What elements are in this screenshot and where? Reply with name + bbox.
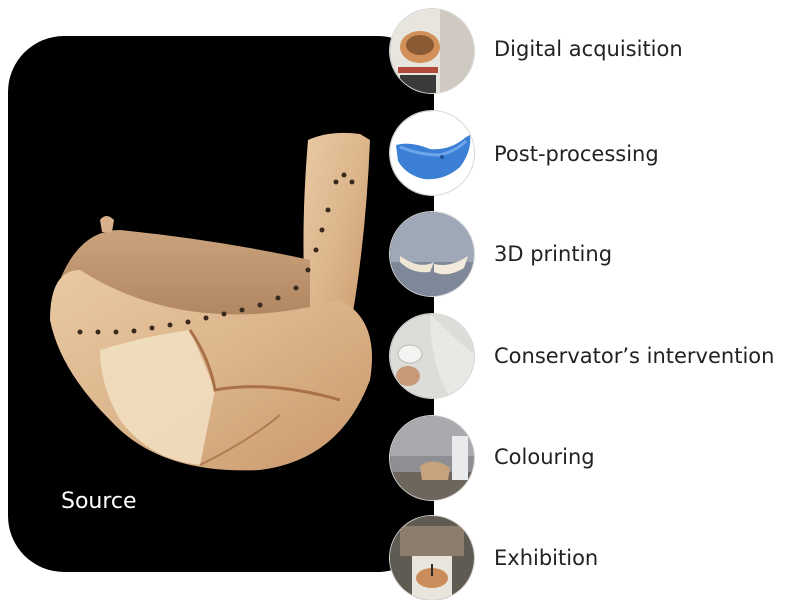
step-label-exhibition: Exhibition [494,546,598,570]
exhibition-image [390,516,474,600]
step-label-post-processing: Post-processing [494,142,659,166]
exhibition-photo-icon [390,516,474,600]
ceramic-vessel-image [40,120,400,530]
colouring-photo-icon [390,416,474,500]
3d-model-icon [390,111,474,195]
step-label-conservators-intervention: Conservator’s intervention [494,344,774,368]
scanner-photo-icon [390,9,474,93]
colouring-image [390,416,474,500]
digital-acquisition-image [390,9,474,93]
source-label: Source [61,489,137,514]
3d-printing-image [390,212,474,296]
post-processing-image [390,111,474,195]
step-label-digital-acquisition: Digital acquisition [494,37,683,61]
conservator-intervention-image [390,314,474,398]
printed-fragments-icon [390,212,474,296]
step-label-colouring: Colouring [494,445,595,469]
step-label-3d-printing: 3D printing [494,242,612,266]
conservator-hands-icon [390,314,474,398]
